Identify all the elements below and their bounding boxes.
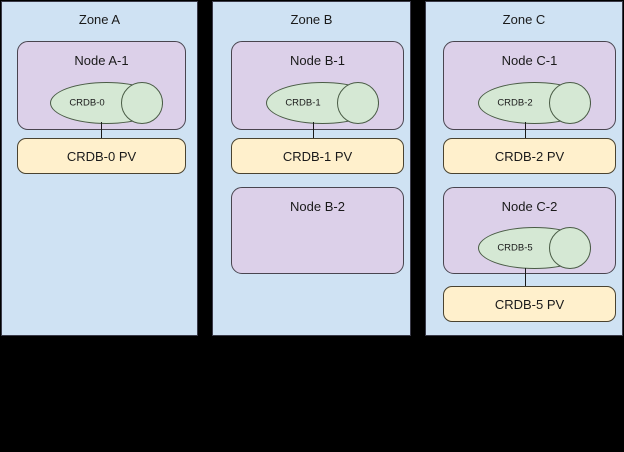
database-cylinder-crdb-2[interactable]: CRDB-2 xyxy=(478,82,591,124)
volume-label-crdb-2-pv: CRDB-2 PV xyxy=(494,148,565,164)
zone-container-a[interactable]: Zone A Node A-1 CRDB-0 CRDB-0 PV xyxy=(1,1,198,336)
edge-node-a-1-to-crdb-0-pv xyxy=(101,122,102,138)
database-label-crdb-0: CRDB-0 xyxy=(69,97,105,109)
edge-node-b-1-to-crdb-1-pv xyxy=(313,122,314,138)
volume-crdb-5-pv[interactable]: CRDB-5 PV xyxy=(443,286,616,322)
database-cylinder-crdb-5[interactable]: CRDB-5 xyxy=(478,227,591,269)
volume-crdb-0-pv[interactable]: CRDB-0 PV xyxy=(17,138,186,174)
database-cylinder-crdb-0[interactable]: CRDB-0 xyxy=(50,82,163,124)
cylinder-cap xyxy=(549,82,591,124)
edge-node-c-1-to-crdb-2-pv xyxy=(525,122,526,138)
zone-title-a: Zone A xyxy=(78,12,121,27)
zone-title-c: Zone C xyxy=(502,12,546,27)
node-title-b-1: Node B-1 xyxy=(290,53,345,68)
node-container-b-2[interactable]: Node B-2 xyxy=(231,187,404,274)
node-title-c-2: Node C-2 xyxy=(501,199,558,214)
node-container-b-1[interactable]: Node B-1 CRDB-1 xyxy=(231,41,404,130)
node-container-a-1[interactable]: Node A-1 CRDB-0 xyxy=(17,41,186,130)
node-container-c-1[interactable]: Node C-1 CRDB-2 xyxy=(443,41,616,130)
volume-crdb-2-pv[interactable]: CRDB-2 PV xyxy=(443,138,616,174)
edge-node-c-2-to-crdb-5-pv xyxy=(525,268,526,286)
volume-label-crdb-5-pv: CRDB-5 PV xyxy=(494,296,565,312)
database-label-crdb-5: CRDB-5 xyxy=(497,242,533,254)
cylinder-cap xyxy=(549,227,591,269)
zone-container-c[interactable]: Zone C Node C-1 CRDB-2 CRDB-2 PV Node C-… xyxy=(425,1,623,336)
node-container-c-2[interactable]: Node C-2 CRDB-5 xyxy=(443,187,616,274)
volume-label-crdb-0-pv: CRDB-0 PV xyxy=(66,148,137,164)
volume-label-crdb-1-pv: CRDB-1 PV xyxy=(282,148,353,164)
node-title-b-2: Node B-2 xyxy=(290,199,345,214)
cylinder-cap xyxy=(121,82,163,124)
volume-crdb-1-pv[interactable]: CRDB-1 PV xyxy=(231,138,404,174)
database-label-crdb-2: CRDB-2 xyxy=(497,97,533,109)
node-title-a-1: Node A-1 xyxy=(74,53,129,68)
node-title-c-1: Node C-1 xyxy=(501,53,558,68)
zone-container-b[interactable]: Zone B Node B-1 CRDB-1 CRDB-1 PV Node B-… xyxy=(212,1,411,336)
cylinder-cap xyxy=(337,82,379,124)
zone-title-b: Zone B xyxy=(290,12,333,27)
database-label-crdb-1: CRDB-1 xyxy=(285,97,321,109)
database-cylinder-crdb-1[interactable]: CRDB-1 xyxy=(266,82,379,124)
